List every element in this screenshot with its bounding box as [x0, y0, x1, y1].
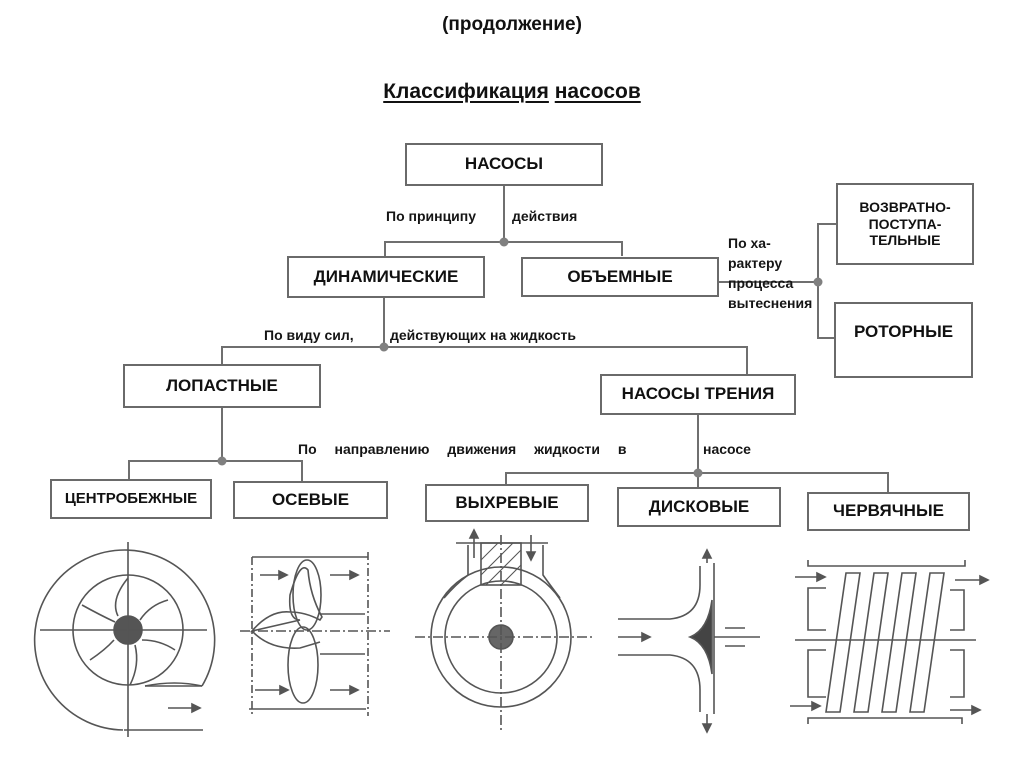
criterion-forces-a: По виду сил,	[264, 327, 354, 343]
criterion-displacement: По ха- рактеру процесса вытеснения	[728, 233, 818, 313]
junction-dot	[217, 456, 227, 466]
node-vortex: ВЫХРЕВЫЕ	[425, 484, 589, 522]
title-word-pumps: насосов	[554, 80, 641, 103]
junction-dot	[499, 237, 509, 247]
centrifugal-pump-diagram	[33, 542, 216, 737]
node-disc: ДИСКОВЫЕ	[617, 487, 781, 527]
disc-pump-diagram	[618, 548, 760, 734]
node-rotary: РОТОРНЫЕ	[834, 302, 973, 378]
junction-dot	[693, 468, 703, 478]
junction-dot	[813, 277, 823, 287]
page-title: Классификация насосов	[0, 80, 1024, 104]
criterion-direction-b: насосе	[703, 441, 751, 457]
node-screw: ЧЕРВЯЧНЫЕ	[807, 492, 970, 531]
node-reciprocating: ВОЗВРАТНО- ПОСТУПА- ТЕЛЬНЫЕ	[836, 183, 974, 265]
junction-dot	[379, 342, 389, 352]
node-dynamic: ДИНАМИЧЕСКИЕ	[287, 256, 485, 298]
title-word-classification: Классификация	[383, 80, 549, 103]
screw-pump-diagram	[790, 560, 990, 724]
node-reciprocating-label: ВОЗВРАТНО- ПОСТУПА- ТЕЛЬНЫЕ	[859, 198, 951, 249]
criterion-principle-a: По принципу	[386, 208, 477, 224]
node-vane: ЛОПАСТНЫЕ	[123, 364, 321, 408]
subtitle: (продолжение)	[442, 14, 582, 35]
axial-pump-diagram	[240, 552, 390, 716]
criterion-principle-b: действия	[512, 208, 578, 224]
node-axial: ОСЕВЫЕ	[233, 481, 388, 519]
node-friction: НАСОСЫ ТРЕНИЯ	[600, 374, 796, 415]
node-centrifugal: ЦЕНТРОБЕЖНЫЕ	[50, 479, 212, 519]
criterion-direction-a: По направлению движения жидкости в	[298, 441, 627, 457]
node-pumps: НАСОСЫ	[405, 143, 603, 186]
criterion-forces-b: действующих на жидкость	[390, 327, 577, 343]
node-volumetric: ОБЪЕМНЫЕ	[521, 257, 719, 297]
vortex-pump-diagram	[415, 528, 592, 730]
criterion-displacement-text: По ха- рактеру процесса вытеснения	[728, 235, 813, 311]
